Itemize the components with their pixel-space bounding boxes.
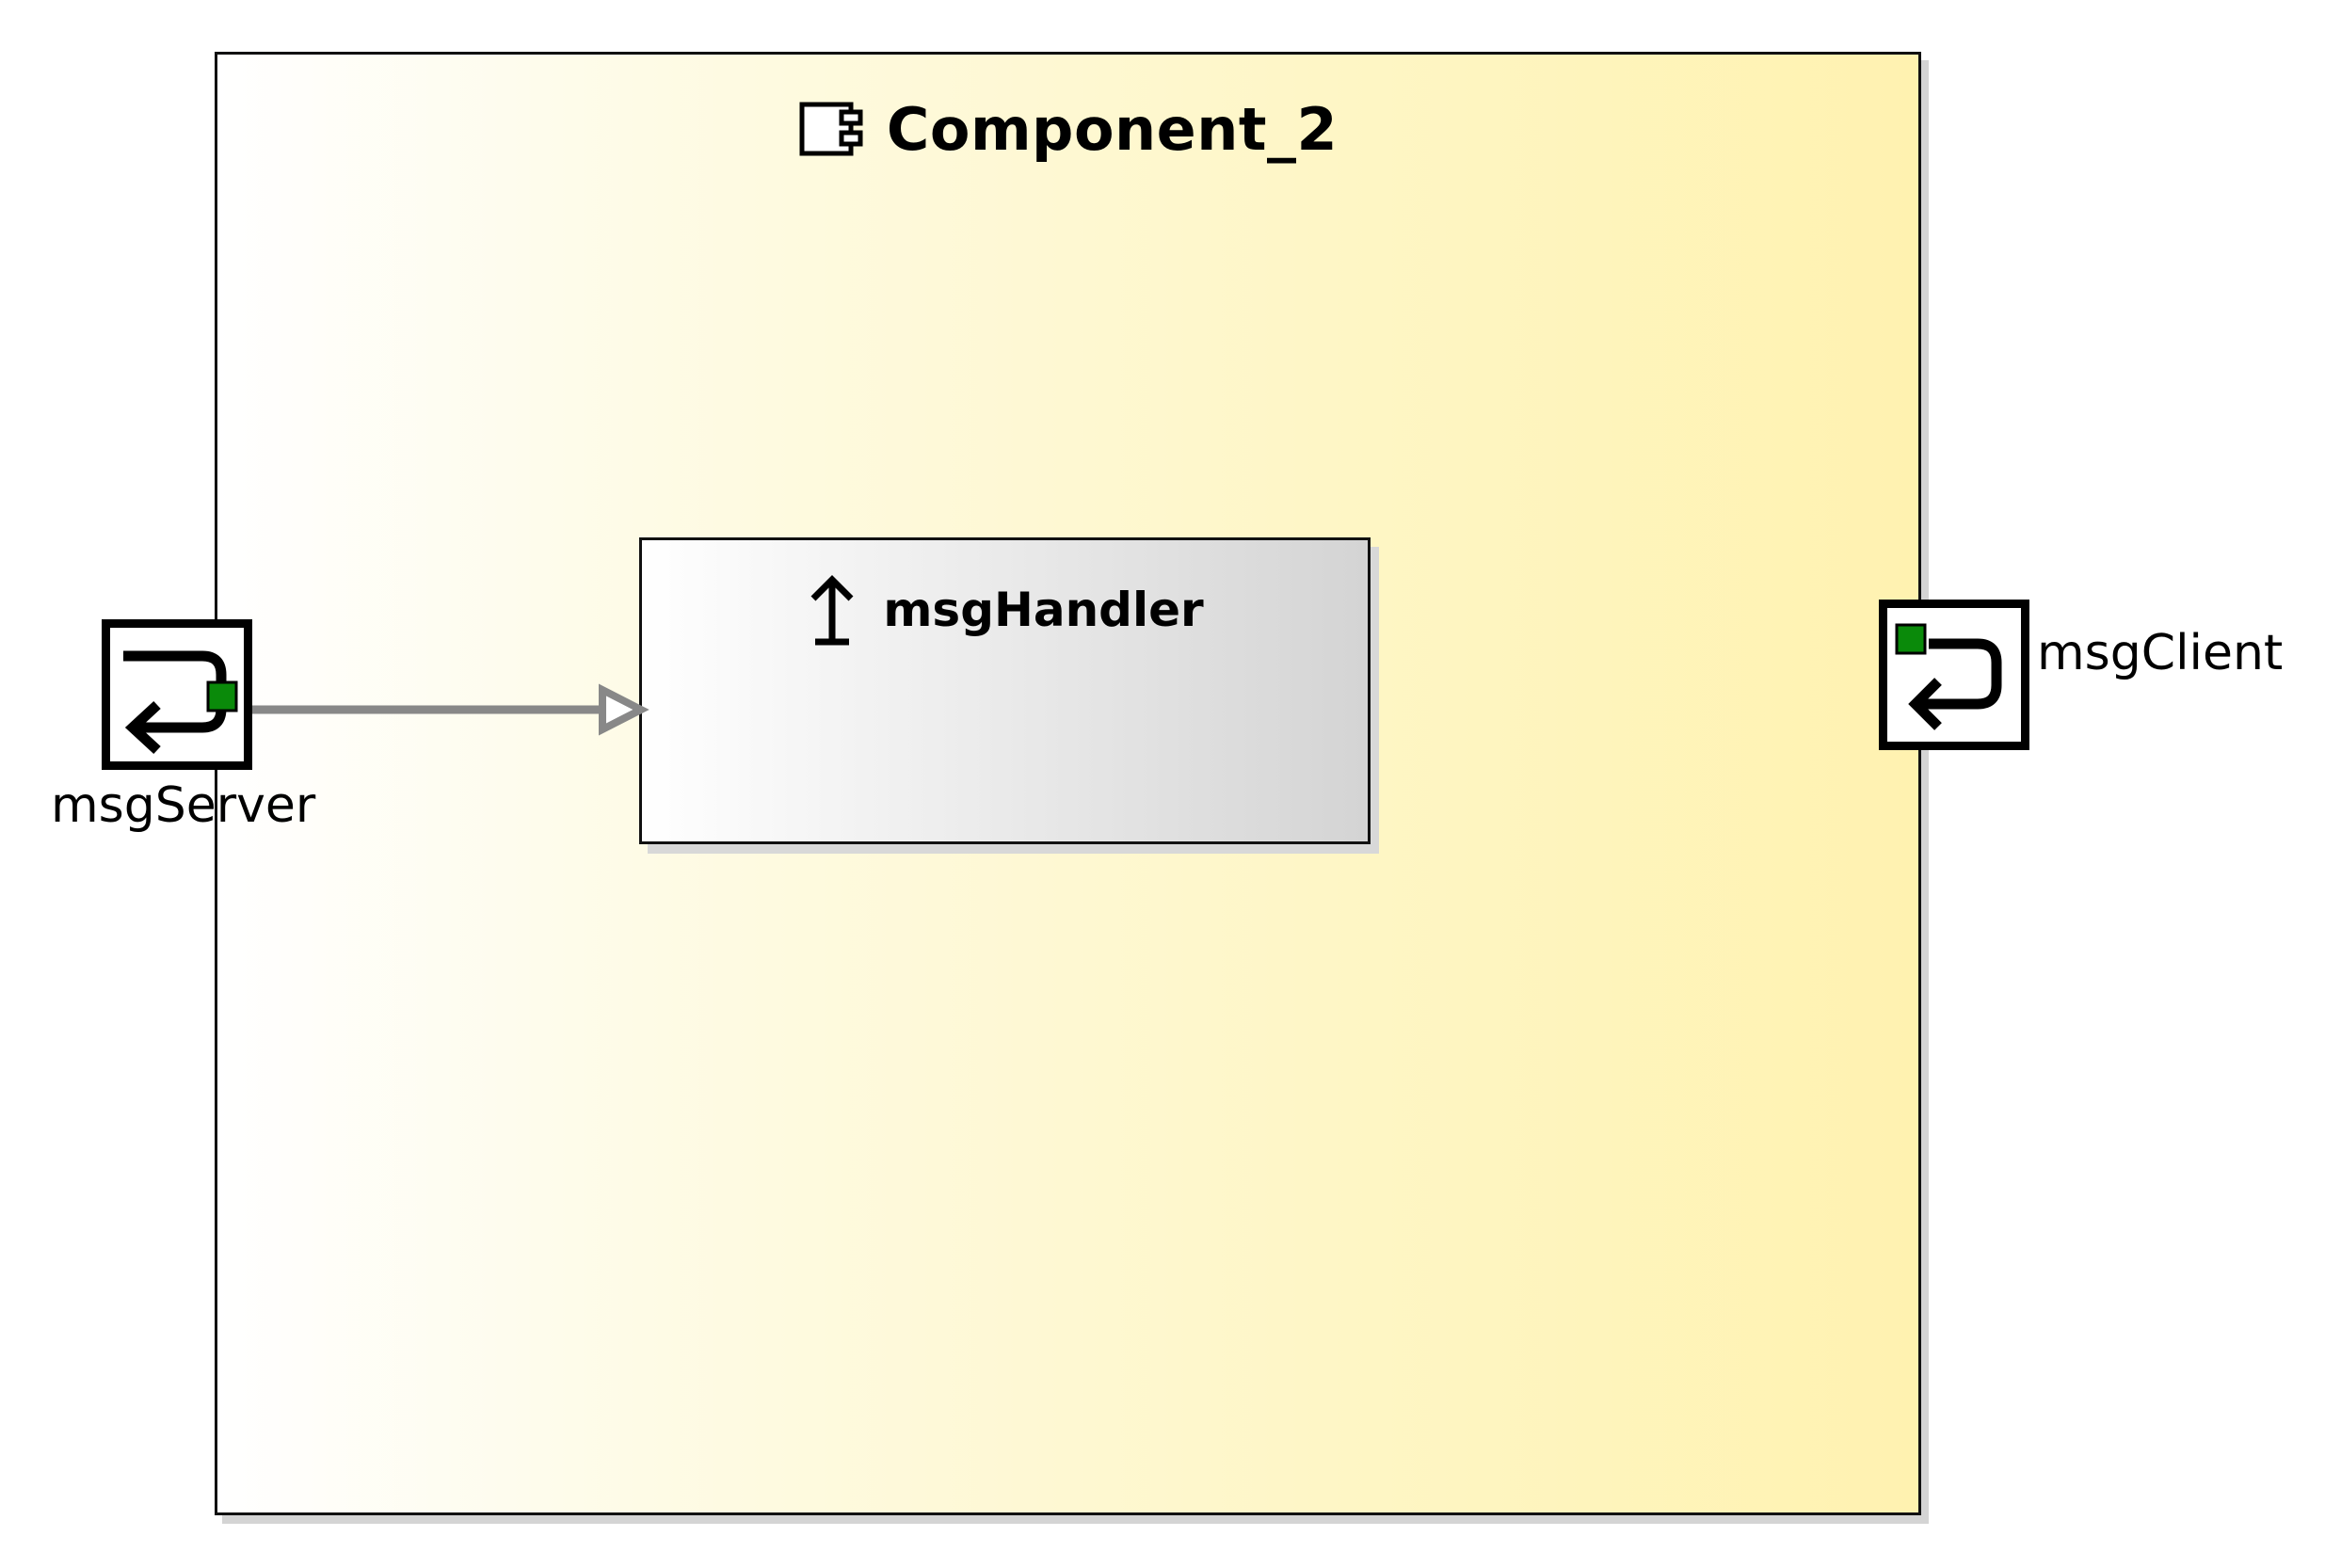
port-label-msgclient: msgClient [2037,625,2284,681]
port-indicator-icon [1895,623,1927,655]
port-msgclient[interactable] [1879,600,2029,750]
port-indicator-icon [206,680,238,712]
interface-header: msgHandler [642,572,1368,648]
port-return-arrow-icon [1895,623,2002,730]
component-icon [799,102,863,156]
component-title: Component_2 [886,94,1339,164]
port-label-msgserver: msgServer [51,777,316,834]
interface-title: msgHandler [883,583,1204,637]
port-return-arrow-icon [123,650,238,755]
interface-box[interactable]: msgHandler [639,537,1371,844]
interface-realization-icon [810,575,854,646]
component-header: Component_2 [217,87,1918,171]
port-msgserver[interactable] [102,619,252,770]
